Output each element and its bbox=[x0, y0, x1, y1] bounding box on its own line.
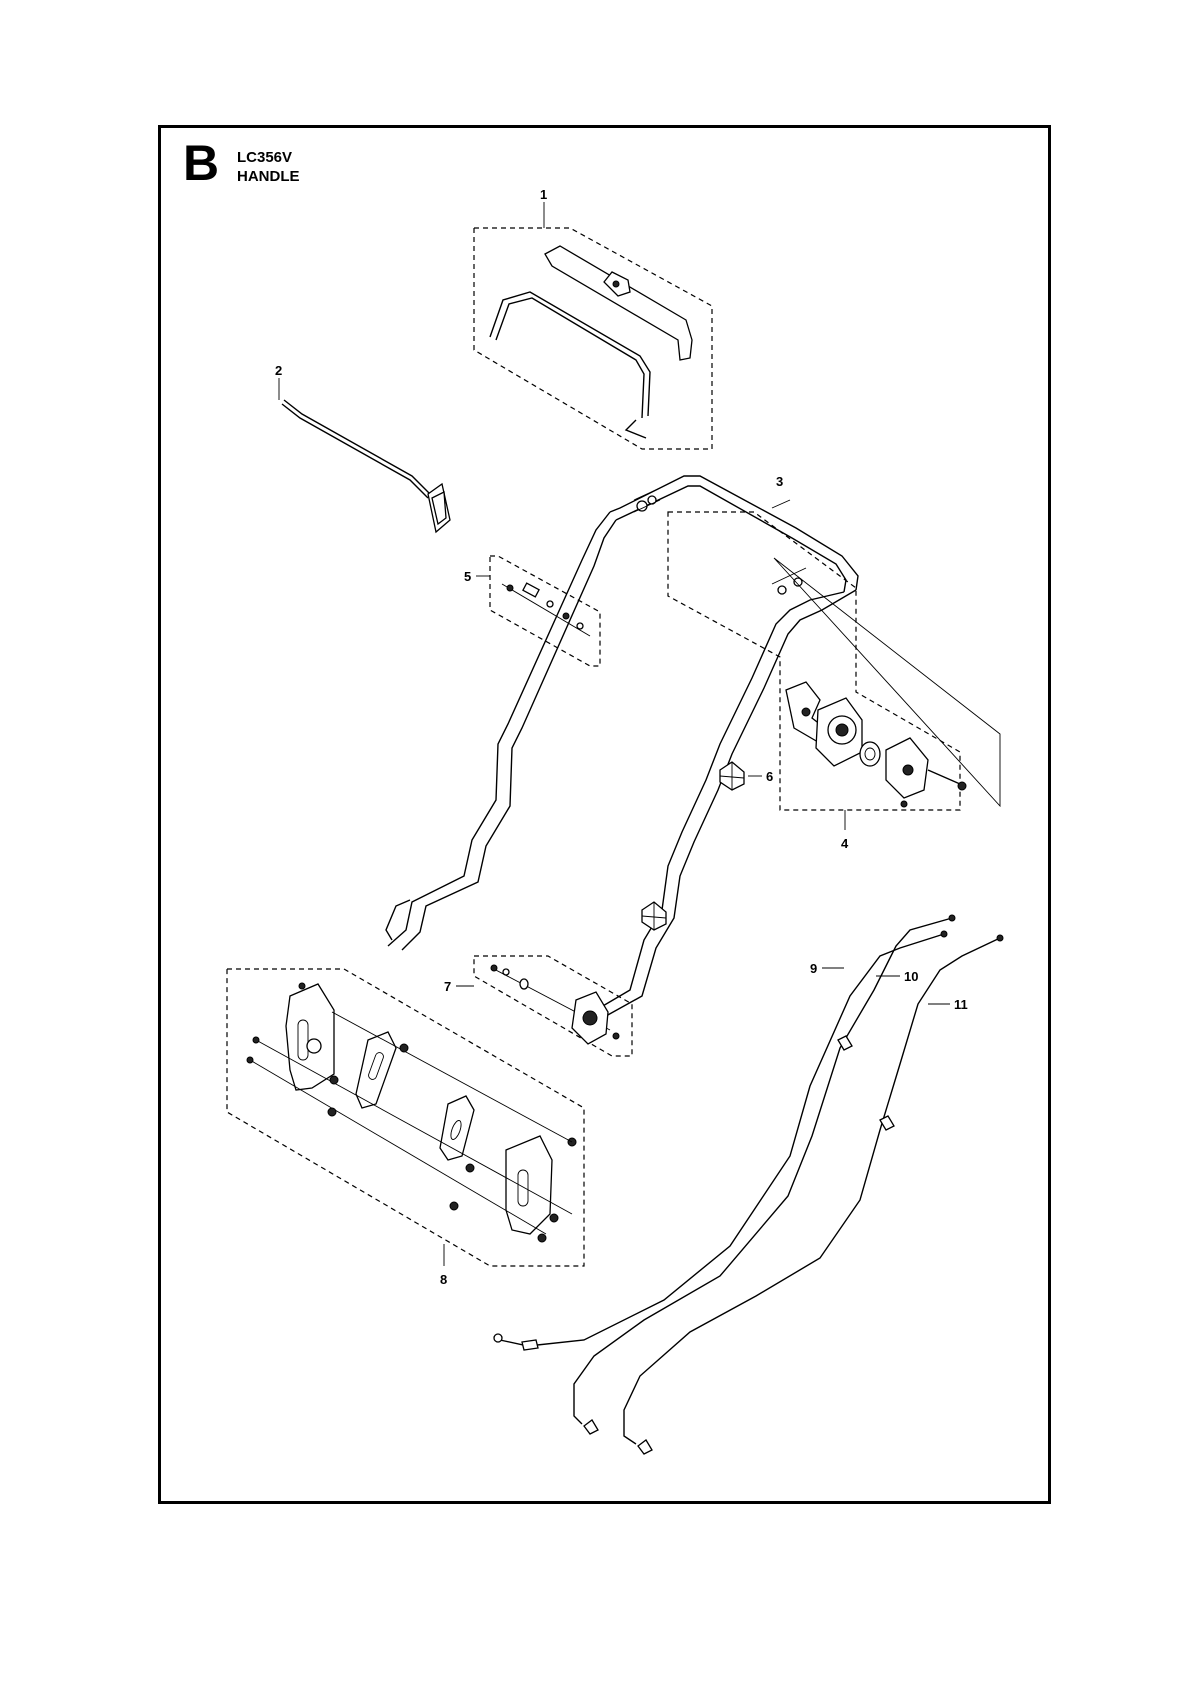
callout-1: 1 bbox=[540, 187, 547, 202]
part-9-cable[interactable] bbox=[493, 930, 948, 1351]
diagram-title: HANDLE bbox=[237, 168, 300, 185]
callout-4: 4 bbox=[841, 836, 849, 851]
part-7-lower-knob-assembly[interactable] bbox=[456, 955, 633, 1057]
callout-5: 5 bbox=[464, 569, 471, 584]
part-11-cable[interactable] bbox=[623, 934, 1004, 1455]
callout-8: 8 bbox=[440, 1272, 447, 1287]
callout-10: 10 bbox=[904, 969, 918, 984]
callout-11: 11 bbox=[954, 997, 968, 1012]
section-letter: B bbox=[183, 135, 220, 191]
part-1-handle-bar-kit[interactable] bbox=[473, 202, 713, 450]
callout-3: 3 bbox=[776, 474, 783, 489]
model-number: LC356V bbox=[237, 149, 293, 166]
diagram-frame bbox=[158, 125, 1051, 1504]
part-5-clamp-hardware[interactable] bbox=[476, 555, 601, 667]
callout-7: 7 bbox=[444, 979, 451, 994]
part-10-cable[interactable] bbox=[573, 914, 956, 1435]
part-8-pivot-brackets[interactable] bbox=[226, 968, 585, 1267]
callout-2: 2 bbox=[275, 363, 282, 378]
part-3-main-handle[interactable] bbox=[385, 475, 859, 1019]
callout-6: 6 bbox=[766, 769, 773, 784]
part-2-cable-guide[interactable] bbox=[278, 378, 451, 534]
callout-9: 9 bbox=[810, 961, 817, 976]
part-4-adjust-knob-assembly[interactable] bbox=[667, 511, 1001, 830]
part-6-cable-clip[interactable] bbox=[641, 761, 762, 931]
